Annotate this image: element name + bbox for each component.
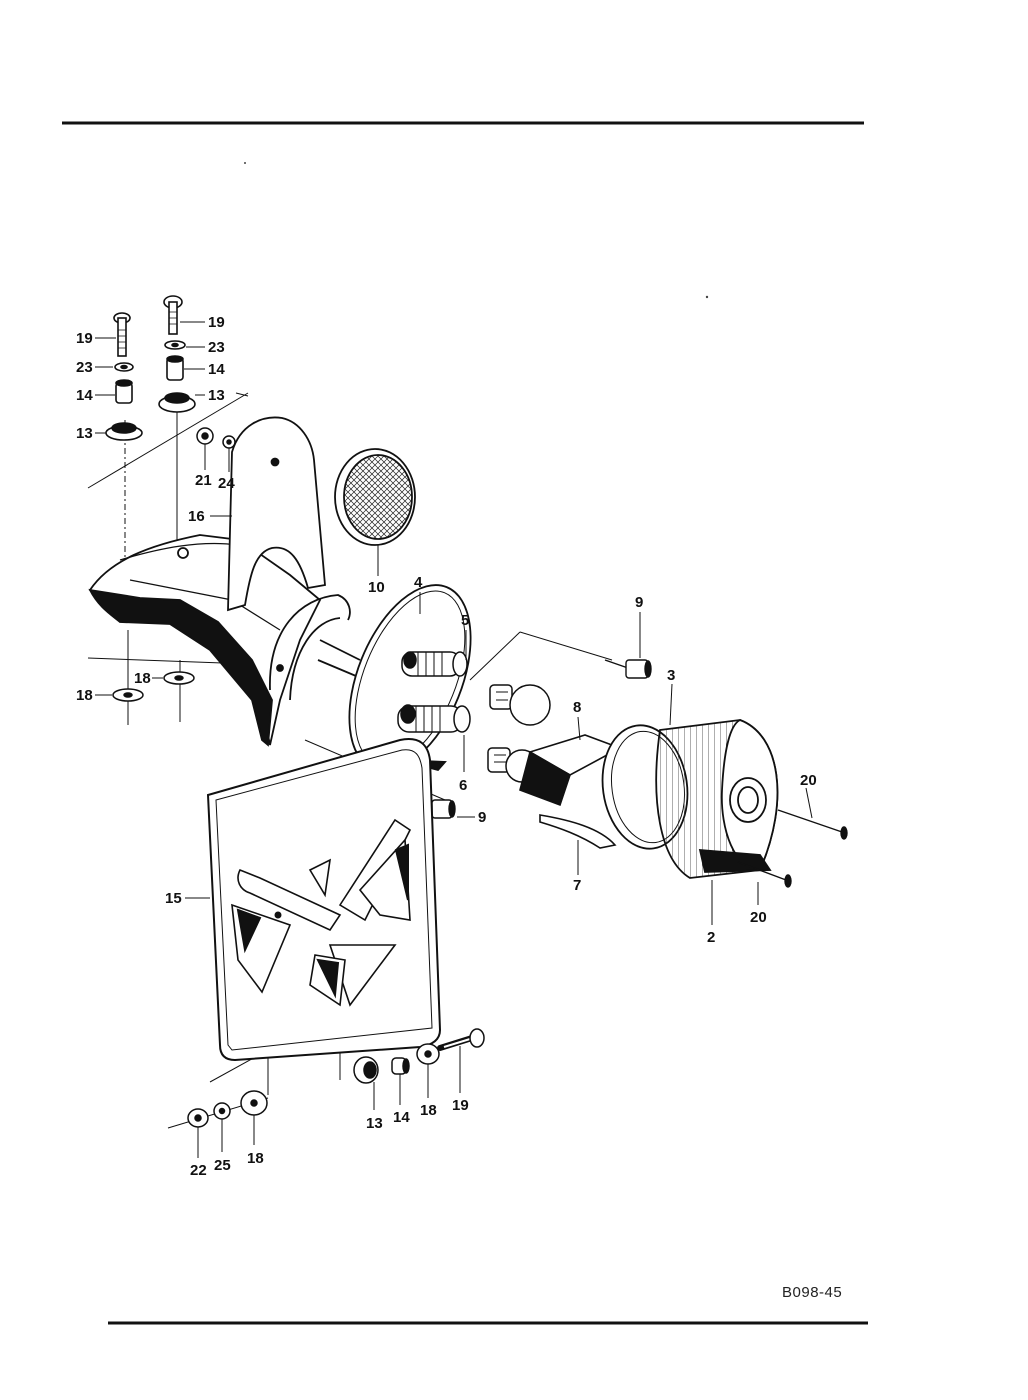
callout-18-middle: 18 — [134, 670, 151, 687]
lamp-ring-frame — [269, 594, 361, 701]
license-plate-holder — [206, 738, 442, 1062]
callout-3: 3 — [667, 667, 675, 684]
long-screws — [737, 809, 848, 888]
callout-14-middle: 14 — [208, 361, 225, 378]
callout-8: 8 — [573, 699, 581, 716]
callout-21: 21 — [195, 472, 212, 489]
bottom-hardware-left — [187, 1090, 268, 1128]
washers-under-housing — [112, 671, 195, 702]
callout-13-bottom: 13 — [366, 1115, 383, 1132]
callout-22: 22 — [190, 1162, 207, 1179]
callout-6: 6 — [459, 777, 467, 794]
callout-20-upper: 20 — [800, 772, 817, 789]
callout-2: 2 — [707, 929, 715, 946]
tail-lamp-lens — [601, 719, 779, 879]
callout-20-lower: 20 — [750, 909, 767, 926]
callout-23-left: 23 — [76, 359, 93, 376]
callout-18-bottom-right: 18 — [420, 1102, 437, 1119]
mounting-bracket — [227, 416, 326, 612]
callout-7: 7 — [573, 877, 581, 894]
callout-5: 5 — [461, 612, 469, 629]
bulb-socket-lower — [397, 704, 471, 733]
callout-13-left: 13 — [76, 425, 93, 442]
callout-13-middle: 13 — [208, 387, 225, 404]
callout-23-middle: 23 — [208, 339, 225, 356]
speck — [705, 295, 709, 299]
bottom-hardware-right — [353, 1028, 485, 1084]
bulb-socket-upper — [401, 651, 468, 677]
callout-19-left: 19 — [76, 330, 93, 347]
speck — [244, 162, 246, 164]
callout-numbers: 19 23 14 13 19 23 14 13 21 24 16 10 4 5 … — [76, 314, 817, 1179]
callout-15: 15 — [165, 890, 182, 907]
callout-24: 24 — [218, 475, 235, 492]
callout-18-bottom-left: 18 — [247, 1150, 264, 1167]
callout-9-upper: 9 — [635, 594, 643, 611]
callout-25: 25 — [214, 1157, 231, 1174]
callout-19-middle: 19 — [208, 314, 225, 331]
document-code: B098-45 — [782, 1284, 843, 1301]
callout-14-left: 14 — [76, 387, 93, 404]
screw-upper — [604, 659, 652, 679]
callout-18-left: 18 — [76, 687, 93, 704]
rear-housing — [88, 534, 322, 747]
leader-lines — [95, 321, 813, 1158]
callout-9-lower: 9 — [478, 809, 486, 826]
callout-10: 10 — [368, 579, 385, 596]
callout-19-bottom: 19 — [452, 1097, 469, 1114]
reflector-disc — [334, 448, 416, 546]
nut-and-lock-washer — [196, 427, 236, 449]
callout-4: 4 — [414, 574, 423, 591]
callout-14-bottom: 14 — [393, 1109, 410, 1126]
middle-bolt-stack — [158, 295, 196, 540]
callout-16: 16 — [188, 508, 205, 525]
